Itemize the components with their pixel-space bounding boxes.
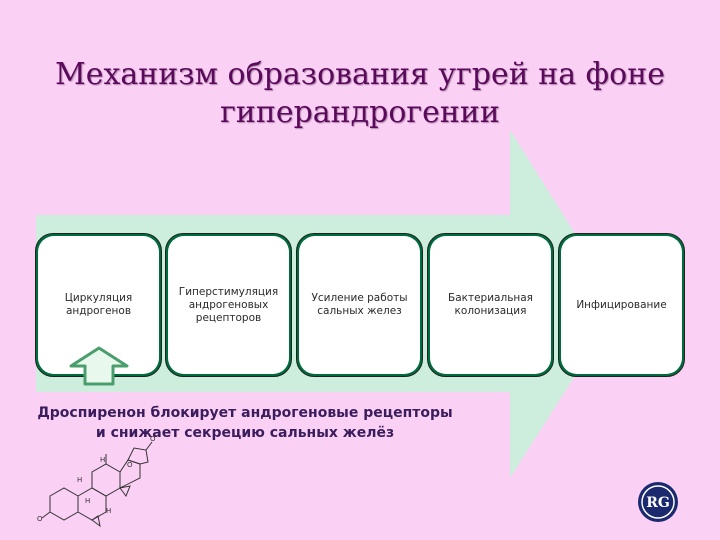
step-box-inner: Гиперстимуляция андрогеновых рецепторов — [168, 236, 289, 374]
step-box-inner: Бактериальная колонизация — [430, 236, 551, 374]
step-label-receptor-hyperstimulation: Гиперстимуляция андрогеновых рецепторов — [178, 285, 279, 324]
step-box-receptor-hyperstimulation: Гиперстимуляция андрогеновых рецепторов — [165, 233, 292, 377]
svg-text:O: O — [37, 515, 43, 523]
rg-logo-icon: RG — [638, 482, 678, 522]
step-box-bacterial-colonization: Бактериальная колонизация — [427, 233, 554, 377]
svg-text:H: H — [100, 456, 105, 464]
svg-text:O: O — [127, 461, 133, 469]
logo-letters: RG — [646, 495, 670, 511]
step-box-inner: Усиление работы сальных желез — [299, 236, 420, 374]
svg-text:H: H — [106, 507, 111, 515]
drospirenone-note: Дроспиренон блокирует андрогеновые рецеп… — [37, 405, 453, 441]
step-box-infection: Инфицирование — [558, 233, 685, 377]
step-label-bacterial-colonization: Бактериальная колонизация — [448, 292, 533, 317]
step-box-inner: Инфицирование — [561, 236, 682, 374]
step-box-sebaceous-activity: Усиление работы сальных желез — [296, 233, 423, 377]
step-label-circulation: Циркуляция андрогенов — [64, 292, 133, 317]
step-label-sebaceous-activity: Усиление работы сальных желез — [311, 292, 408, 317]
step-label-infection: Инфицирование — [576, 298, 667, 311]
slide-title: Механизм образования угрей на фоне гипер… — [55, 57, 665, 130]
svg-text:O: O — [150, 435, 156, 443]
svg-text:H: H — [77, 476, 82, 484]
svg-text:H: H — [85, 497, 90, 505]
